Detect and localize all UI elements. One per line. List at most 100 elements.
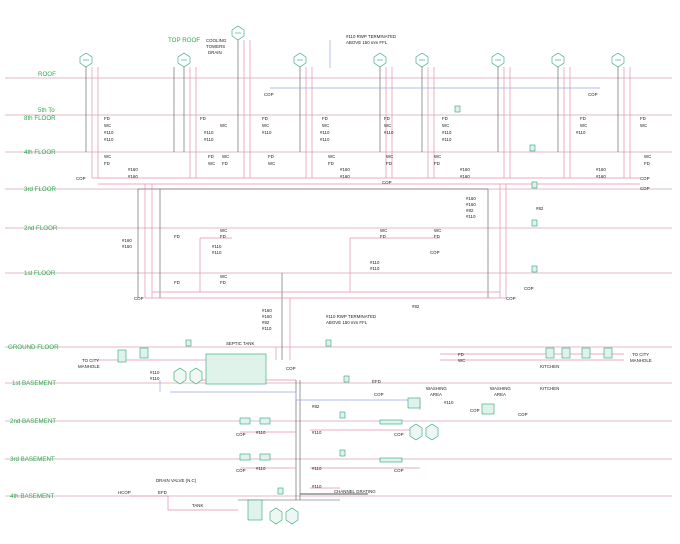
tag-wc: WC <box>220 123 227 128</box>
floor-label-b2: 2nd BASEMENT <box>10 418 56 425</box>
tag-cop: COP <box>286 366 296 371</box>
tag-cop: COP <box>374 392 384 397</box>
channel-grating-label: CHANNEL GRATING <box>334 489 376 494</box>
tag-p110: #110 <box>312 466 322 471</box>
tag-cop: COP <box>640 176 650 181</box>
vent-cap-icon <box>611 52 625 68</box>
floor-drain-icon <box>325 339 332 347</box>
tag-p160: #160 <box>128 174 138 179</box>
floor-drain-icon <box>531 181 538 189</box>
washing-trap-icon <box>481 403 495 415</box>
tag-p110: #110 <box>576 130 586 135</box>
grating-icon <box>379 419 403 425</box>
tag-fd: FD <box>442 116 448 121</box>
tag-wc: WC <box>384 123 391 128</box>
tag-p110: #110 <box>262 130 272 135</box>
tag-fd: FD <box>458 352 464 357</box>
tag-fd: FD <box>640 116 646 121</box>
tag-wc: WC <box>220 228 227 233</box>
tag-fd: FD <box>174 280 180 285</box>
tag-p110: #110 <box>442 130 452 135</box>
roof-vents <box>79 25 625 68</box>
kitchen-label-1: KITCHEN <box>540 364 559 369</box>
tag-p110: #110 <box>204 130 214 135</box>
hcop-label: HCOP <box>118 490 131 495</box>
floor-label-ground: GROUND FLOOR <box>8 344 59 351</box>
floor-drain-icon <box>343 375 350 383</box>
washing-area-2a: WASHING <box>490 386 511 391</box>
pump-icon <box>285 507 299 525</box>
tag-p110: #110 <box>312 430 322 435</box>
soil-pipes <box>91 40 640 511</box>
drain-valve-label: DRAIN VALVE (N.C) <box>156 478 197 483</box>
tag-wc: WC <box>268 161 275 166</box>
tag-p110: #110 <box>150 370 160 375</box>
tag-p110: #110 <box>320 130 330 135</box>
tag-wc: WC <box>386 154 393 159</box>
vent-cap-icon <box>415 52 429 68</box>
floor-label-1st: 1st FLOOR <box>24 270 56 277</box>
city-manhole-left-1: TO CITY <box>82 358 99 363</box>
floor-drain-icon <box>339 411 346 419</box>
tag-p160: #160 <box>596 174 606 179</box>
tag-fd: FD <box>386 161 392 166</box>
rwp-mid-note-1: #110 RWP TERMINATED <box>326 314 376 319</box>
pump-icon <box>173 367 187 385</box>
tag-p82: #82 <box>312 404 320 409</box>
tag-cop: COP <box>264 92 274 97</box>
tag-fd: FD <box>434 234 440 239</box>
tag-p160: #160 <box>460 167 470 172</box>
tag-wc: WC <box>380 228 387 233</box>
floor-label-3rd: 3rd FLOOR <box>24 186 57 193</box>
washing-area-1a: WASHING <box>426 386 447 391</box>
tag-fd: FD <box>580 116 586 121</box>
tag-fd: FD <box>328 161 334 166</box>
tag-p110: #110 <box>466 214 476 219</box>
tag-wc: WC <box>434 228 441 233</box>
cooling-tower-note: COOLING <box>206 38 227 43</box>
pipe-tags: COP COP COP COP COP COP COP COP COP COP … <box>76 92 651 489</box>
tag-p160: #160 <box>466 202 476 207</box>
rwp-top-note-2: ABOVE 150 mm FFL <box>346 40 388 45</box>
floor-drain-icon <box>531 265 538 273</box>
tag-fd: FD <box>104 116 110 121</box>
washing-trap-icon <box>407 397 421 409</box>
tag-p110: #110 <box>104 130 114 135</box>
sump-pit-icon <box>247 499 263 521</box>
tag-cop: COP <box>470 408 480 413</box>
tag-cop: COP <box>640 186 650 191</box>
tag-cop: COP <box>394 432 404 437</box>
vent-cap-icon <box>551 52 565 68</box>
city-manhole-left-2: MANHOLE <box>78 364 100 369</box>
floor-label-4th: 4th FLOOR <box>24 149 56 156</box>
tag-fd: FD <box>220 234 226 239</box>
fixtures <box>117 105 613 521</box>
tag-wc: WC <box>442 123 449 128</box>
pump-icon <box>189 367 203 385</box>
floor-label-b4: 4th BASEMENT <box>10 493 55 500</box>
cleanout-icon <box>239 417 251 425</box>
tag-p160: #160 <box>460 174 470 179</box>
tag-p82: #82 <box>466 208 474 213</box>
tag-cop: COP <box>588 92 598 97</box>
tag-fd: FD <box>174 234 180 239</box>
tag-fd: FD <box>208 154 214 159</box>
tag-p110: #110 <box>104 137 114 142</box>
pump-icon <box>269 507 283 525</box>
vent-cap-icon <box>293 52 307 68</box>
washing-area-2b: AREA <box>494 392 506 397</box>
floor-label-top-roof: TOP ROOF <box>168 37 200 44</box>
efd-label-2: EFD <box>372 379 381 384</box>
tag-fd: FD <box>222 161 228 166</box>
efd-label-1: EFD <box>158 490 167 495</box>
tag-p110: #110 <box>212 250 222 255</box>
manhole-icon <box>139 347 149 359</box>
floor-label-5th-8th-b: 8th FLOOR <box>24 115 56 122</box>
floor-label-roof: ROOF <box>38 71 56 78</box>
manhole-icon <box>545 347 555 359</box>
pump-icon <box>425 423 439 441</box>
tag-p160: #160 <box>596 167 606 172</box>
tag-wc: WC <box>580 123 587 128</box>
tag-p160: #160 <box>340 167 350 172</box>
